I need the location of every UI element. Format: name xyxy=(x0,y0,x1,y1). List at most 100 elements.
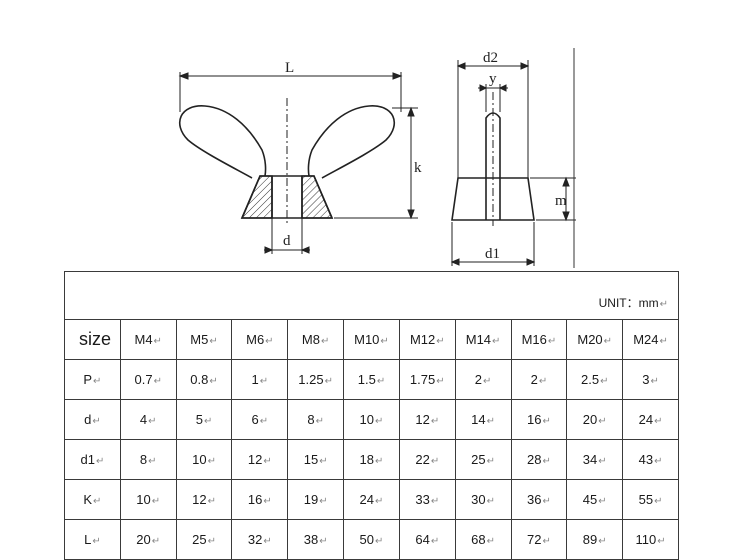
return-mark: ↵ xyxy=(598,416,607,427)
return-mark: ↵ xyxy=(600,376,609,387)
size-header-cell-text: M8 xyxy=(301,332,320,347)
return-mark: ↵ xyxy=(263,496,272,507)
table-cell-text: 8 xyxy=(139,452,148,467)
return-mark: ↵ xyxy=(203,416,213,427)
table-cell: 45↵ xyxy=(566,479,624,520)
return-mark: ↵ xyxy=(486,536,496,547)
dimension-y xyxy=(478,84,508,112)
return-mark: ↵ xyxy=(436,336,445,347)
table-row: K↵10↵12↵16↵19↵24↵33↵30↵36↵45↵55↵ xyxy=(64,479,679,520)
size-header-cell-text: M4 xyxy=(134,332,153,347)
return-mark: ↵ xyxy=(95,456,105,467)
table-cell-text: 1.5 xyxy=(357,372,376,387)
table-cell-text: 14 xyxy=(471,412,486,427)
return-mark: ↵ xyxy=(265,336,274,347)
table-cell-text: 32 xyxy=(247,532,263,547)
return-mark: ↵ xyxy=(148,456,157,467)
right-wing xyxy=(307,105,396,179)
table-cell: 36↵ xyxy=(510,479,568,520)
return-mark: ↵ xyxy=(92,416,101,427)
return-mark: ↵ xyxy=(207,496,216,507)
label-L: L xyxy=(285,60,294,76)
return-mark: ↵ xyxy=(650,376,659,387)
table-cell-text: 16 xyxy=(247,492,263,507)
size-label: size xyxy=(64,319,121,360)
return-mark: ↵ xyxy=(93,496,102,507)
table-cell: 55↵ xyxy=(622,479,679,520)
return-mark: ↵ xyxy=(375,496,384,507)
table-cell-text: 15 xyxy=(303,452,319,467)
size-header-cell: M12↵ xyxy=(398,319,456,360)
table-cell-text: 64 xyxy=(415,532,430,547)
row-label: L↵ xyxy=(64,519,121,560)
wing-nut-technical-drawing: L k d d2 y xyxy=(178,48,576,268)
size-header-cell: M10↵ xyxy=(343,319,400,360)
table-cell-text: 12 xyxy=(192,492,207,507)
table-cell-text: 110 xyxy=(635,532,657,547)
table-cell: 14↵ xyxy=(454,399,512,440)
size-header-cell: M14↵ xyxy=(454,319,512,360)
table-cell: 3↵ xyxy=(622,359,679,400)
dimension-d2 xyxy=(456,60,530,178)
row-label: K↵ xyxy=(64,479,121,520)
table-cell-text: 1.25 xyxy=(298,372,324,387)
table-row: P↵0.7↵0.8↵1↵1.25↵1.5↵1.75↵2↵2↵2.5↵3↵ xyxy=(64,359,679,400)
table-cell-text: 16 xyxy=(526,412,542,427)
size-header-cell-text: M24 xyxy=(633,332,659,347)
size-header-cell: M20↵ xyxy=(566,319,624,360)
return-mark: ↵ xyxy=(603,336,613,347)
return-mark: ↵ xyxy=(93,376,102,387)
table-cell: 5↵ xyxy=(175,399,233,440)
table-cell-text: 10 xyxy=(136,492,151,507)
table-cell-text: 36 xyxy=(526,492,542,507)
return-mark: ↵ xyxy=(375,416,384,427)
return-mark: ↵ xyxy=(430,456,440,467)
label-d2: d2 xyxy=(483,50,498,66)
return-mark: ↵ xyxy=(259,416,269,427)
table-cell-text: 2 xyxy=(474,372,483,387)
table-row: d↵4↵5↵6↵8↵10↵12↵14↵16↵20↵24↵ xyxy=(64,399,679,440)
table-cell: 89↵ xyxy=(566,519,624,560)
row-label: d1↵ xyxy=(64,439,121,480)
return-mark: ↵ xyxy=(430,496,440,507)
return-mark: ↵ xyxy=(542,456,551,467)
return-mark: ↵ xyxy=(657,536,666,547)
table-cell: 30↵ xyxy=(454,479,512,520)
table-cell: 2↵ xyxy=(454,359,512,400)
table-cell-text: 45 xyxy=(582,492,598,507)
table-cell-text: 10 xyxy=(359,412,374,427)
dimension-k xyxy=(334,106,418,220)
return-mark: ↵ xyxy=(151,536,161,547)
size-header-cell-text: M20 xyxy=(577,332,603,347)
return-mark: ↵ xyxy=(320,336,330,347)
table-cell-text: 28 xyxy=(526,452,542,467)
return-mark: ↵ xyxy=(207,456,216,467)
table-cell-text: 10 xyxy=(192,452,207,467)
table-cell-text: 30 xyxy=(471,492,486,507)
return-mark: ↵ xyxy=(148,416,157,427)
label-k: k xyxy=(414,160,422,176)
table-cell: 25↵ xyxy=(175,519,233,560)
table-cell-text: 55 xyxy=(638,492,654,507)
table-cell-text: 1.75 xyxy=(409,372,436,387)
table-cell-text: 2.5 xyxy=(580,372,600,387)
size-header-cell-text: M6 xyxy=(246,332,265,347)
label-d1: d1 xyxy=(485,246,500,262)
return-mark: ↵ xyxy=(259,376,269,387)
size-header-cell-text: M14 xyxy=(465,332,492,347)
size-header-cell: M24↵ xyxy=(622,319,679,360)
table-cell: 24↵ xyxy=(343,479,400,520)
table-cell-text: 20 xyxy=(582,412,598,427)
row-label-text: L xyxy=(84,532,92,547)
table-cell-text: 24 xyxy=(359,492,374,507)
table-cell-text: 4 xyxy=(139,412,148,427)
table-cell: 10↵ xyxy=(175,439,233,480)
table-cell-text: 18 xyxy=(359,452,374,467)
table-cell-text: 12 xyxy=(415,412,430,427)
table-cell: 4↵ xyxy=(119,399,177,440)
return-mark: ↵ xyxy=(207,536,216,547)
table-cell-text: 24 xyxy=(638,412,654,427)
table-cell-text: 6 xyxy=(251,412,259,427)
table-cell: 10↵ xyxy=(119,479,177,520)
